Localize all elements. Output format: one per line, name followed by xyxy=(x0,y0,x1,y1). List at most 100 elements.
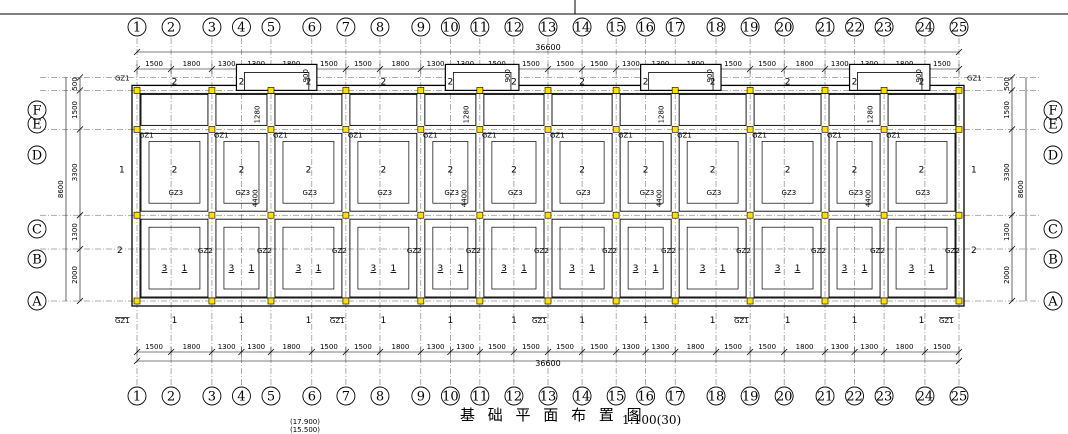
axis-bubble xyxy=(440,386,460,406)
dim-value: 1500 xyxy=(145,60,163,68)
axis-bubble xyxy=(27,249,47,269)
room-outline xyxy=(619,93,672,126)
section-mark: 1 xyxy=(182,264,188,274)
footing-outline xyxy=(686,226,739,290)
axis-bubble xyxy=(572,386,592,406)
column-gz xyxy=(671,297,679,305)
column-gz xyxy=(612,87,620,94)
axis-label: 8 xyxy=(376,390,384,405)
column-gz xyxy=(417,87,425,94)
column-gz xyxy=(133,126,141,133)
inner-dim: 4400 xyxy=(865,189,873,207)
axis-label: D xyxy=(1048,149,1058,164)
room-outline xyxy=(215,132,268,212)
dim-value: 1300 xyxy=(860,343,878,351)
axis-label: E xyxy=(1048,118,1058,133)
room-outline xyxy=(753,132,822,212)
section-mark: 2 xyxy=(511,165,517,175)
column-gz xyxy=(133,211,141,219)
column-gz xyxy=(476,297,484,305)
dim-tick xyxy=(133,357,141,365)
axis-label: 22 xyxy=(846,21,863,36)
axis-bubble xyxy=(27,291,47,311)
column-gz xyxy=(476,126,484,133)
footing-outline xyxy=(491,141,537,204)
axis-bubble xyxy=(232,386,251,406)
axis-bubble xyxy=(915,386,935,406)
vdim-value: 2000 xyxy=(71,266,79,284)
inner-dim: 4400 xyxy=(251,189,259,207)
column-tag: GZ1 xyxy=(550,131,565,139)
axis-bubble xyxy=(740,17,760,37)
section-mark: 3 xyxy=(909,264,915,274)
axis-label: 5 xyxy=(267,21,275,36)
column-tag: GZ1 xyxy=(139,131,154,139)
axis-bubble xyxy=(740,386,760,406)
axis-label: 20 xyxy=(776,390,793,405)
axis-bubble xyxy=(572,17,592,37)
axis-bubble xyxy=(949,386,969,406)
axis-bubble xyxy=(538,386,558,406)
section-mark: 2 xyxy=(306,165,312,175)
vdim-value: 500 xyxy=(71,77,79,90)
room-outline xyxy=(678,132,747,212)
column-gz xyxy=(746,126,754,133)
footing-outline xyxy=(357,226,410,290)
axis-label: F xyxy=(32,104,41,119)
axis-bubble xyxy=(27,100,47,120)
axis-label: C xyxy=(32,223,42,238)
stair-projection-inner xyxy=(244,72,310,91)
room-outline xyxy=(140,132,209,212)
axis-label: 4 xyxy=(237,21,245,36)
section-mark: 1 xyxy=(391,264,397,274)
column-tag: GZ3 xyxy=(168,189,183,197)
stair-projection xyxy=(235,63,318,92)
axis-label: 18 xyxy=(708,21,725,36)
axis-bubble xyxy=(161,17,181,37)
column-tag: GZ2 xyxy=(602,247,617,255)
column-gz xyxy=(208,211,216,219)
footing-outline xyxy=(357,141,410,204)
column-tag: GZ2 xyxy=(407,247,422,255)
section-mark: 1 xyxy=(457,264,463,274)
room-outline xyxy=(828,93,881,126)
axis-bubble xyxy=(774,17,794,37)
room-outline xyxy=(483,218,545,298)
dim-value: 1800 xyxy=(391,343,409,351)
axis-bubble xyxy=(336,386,356,406)
axis-label: 15 xyxy=(608,390,625,405)
dim-value: 1500 xyxy=(522,343,540,351)
column-gz xyxy=(880,211,888,219)
column-tag: GZ2 xyxy=(945,247,960,255)
axis-bubble xyxy=(845,386,864,406)
dim-value: 1300 xyxy=(247,343,265,351)
column-tag: GZ3 xyxy=(302,189,317,197)
axis-label: C xyxy=(1048,223,1058,238)
vdim-tick xyxy=(1008,245,1016,253)
dim-value: 1500 xyxy=(145,343,163,351)
dim-tick xyxy=(133,48,141,56)
room-outline xyxy=(424,93,477,126)
section-mark: 2 xyxy=(381,77,387,87)
dim-value: 1300 xyxy=(218,60,236,68)
column-gz xyxy=(821,87,829,94)
section-mark: 2 xyxy=(447,165,453,175)
axis-bubble xyxy=(606,17,626,37)
column-tag: GZ1 xyxy=(330,317,345,325)
axis-bubble xyxy=(606,386,626,406)
axis-bubble xyxy=(538,17,558,37)
section-mark: 3 xyxy=(775,264,781,274)
section-mark: 3 xyxy=(501,264,507,274)
axis-bubble xyxy=(202,17,222,37)
column-tag: GZ1 xyxy=(214,131,229,139)
axis-label: 17 xyxy=(667,390,684,405)
room-outline xyxy=(551,132,613,212)
column-tag: GZ3 xyxy=(508,189,523,197)
axis-bubble xyxy=(949,17,969,37)
axis-bubble xyxy=(504,17,524,37)
column-tag: GZ1 xyxy=(423,131,438,139)
footing-outline xyxy=(148,226,201,290)
axis-label: A xyxy=(31,295,42,310)
axis-label: 19 xyxy=(742,390,759,405)
column-tag: GZ1 xyxy=(115,317,130,325)
